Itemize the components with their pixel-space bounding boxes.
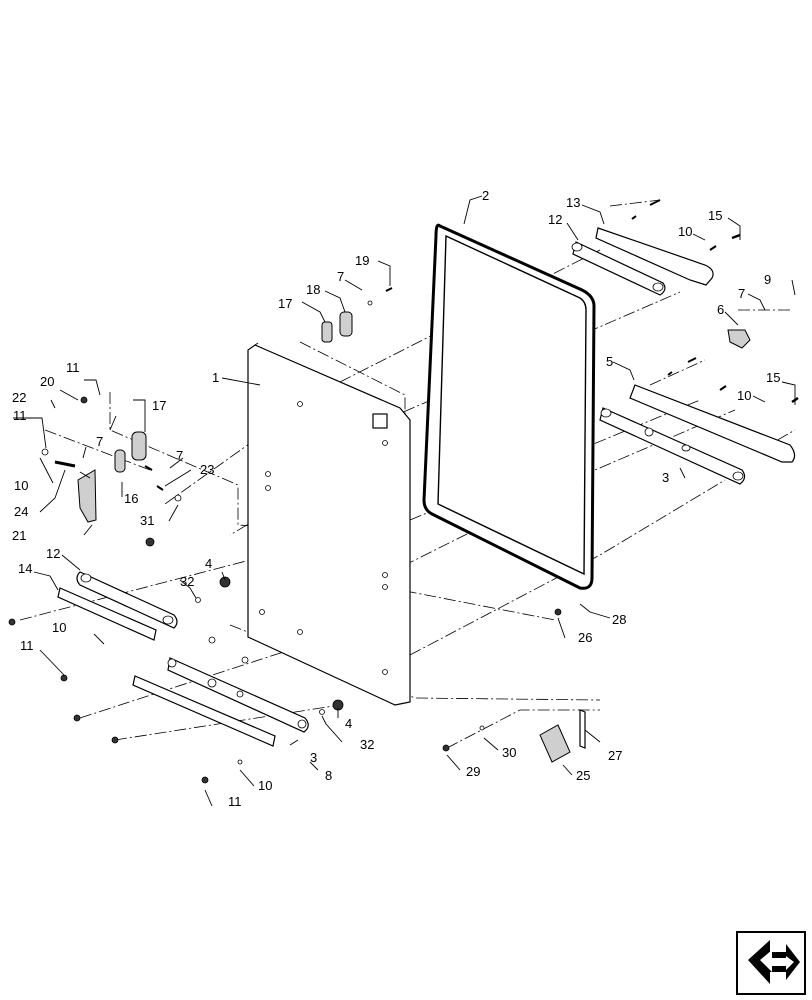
callout-10-right: 10 <box>737 388 751 403</box>
callout-labels: 1 2 3 3 4 4 5 6 7 7 7 7 8 9 10 10 10 10 … <box>12 188 780 809</box>
callout-7-top: 7 <box>337 269 344 284</box>
callout-25: 25 <box>576 768 590 783</box>
right-hinge-bars <box>599 357 799 485</box>
callout-3-right: 3 <box>662 470 669 485</box>
callout-12-top: 12 <box>548 212 562 227</box>
callout-18: 18 <box>306 282 320 297</box>
callout-10-latch: 10 <box>14 478 28 493</box>
callout-1: 1 <box>212 370 219 385</box>
callout-17-top: 17 <box>278 296 292 311</box>
callout-27: 27 <box>608 748 622 763</box>
upper-brackets <box>321 287 751 349</box>
callout-16: 16 <box>124 491 138 506</box>
callout-2: 2 <box>482 188 489 203</box>
callout-11-left: 11 <box>13 408 27 423</box>
callout-11-mid: 11 <box>20 638 34 653</box>
callout-12-left: 12 <box>46 546 60 561</box>
callout-15-top: 15 <box>708 208 722 223</box>
lower-left-hinge-bars <box>8 537 231 682</box>
callout-10-mid: 10 <box>52 620 66 635</box>
callout-20: 20 <box>40 374 54 389</box>
callout-7-latch: 7 <box>176 448 183 463</box>
callout-15-right: 15 <box>766 370 780 385</box>
callout-10-top: 10 <box>678 224 692 239</box>
callout-10-bottom: 10 <box>258 778 272 793</box>
callout-22: 22 <box>12 390 26 405</box>
bumper-block-assembly <box>442 608 586 763</box>
lower-hinge-bars <box>73 636 344 784</box>
callout-6: 6 <box>717 302 724 317</box>
callout-7-left: 7 <box>96 434 103 449</box>
callout-14: 14 <box>18 561 32 576</box>
callout-32-lower: 32 <box>360 737 374 752</box>
callout-leaders <box>13 195 796 807</box>
window-seal-frame <box>422 223 596 590</box>
callout-32-left: 32 <box>180 574 194 589</box>
upper-hinge-bars <box>571 199 741 296</box>
callout-19: 19 <box>355 253 369 268</box>
callout-30: 30 <box>502 745 516 760</box>
callout-5: 5 <box>606 354 613 369</box>
next-page-arrow-icon[interactable] <box>736 931 806 995</box>
callout-28: 28 <box>612 612 626 627</box>
callout-11-bottom: 11 <box>228 794 242 809</box>
callout-13: 13 <box>566 195 580 210</box>
callout-4-left: 4 <box>205 556 212 571</box>
callout-8: 8 <box>325 768 332 783</box>
callout-4-lower: 4 <box>345 716 352 731</box>
callout-31: 31 <box>140 513 154 528</box>
callout-9: 9 <box>764 272 771 287</box>
callout-21: 21 <box>12 528 26 543</box>
callout-17-left: 17 <box>152 398 166 413</box>
latch-assembly <box>41 396 182 523</box>
callout-29: 29 <box>466 764 480 779</box>
callout-26: 26 <box>578 630 592 645</box>
glass-panel <box>247 342 411 706</box>
callout-11-top: 11 <box>66 360 80 375</box>
callout-24: 24 <box>14 504 28 519</box>
callout-23: 23 <box>200 462 214 477</box>
callout-7-right: 7 <box>738 286 745 301</box>
callout-3-lower: 3 <box>310 750 317 765</box>
